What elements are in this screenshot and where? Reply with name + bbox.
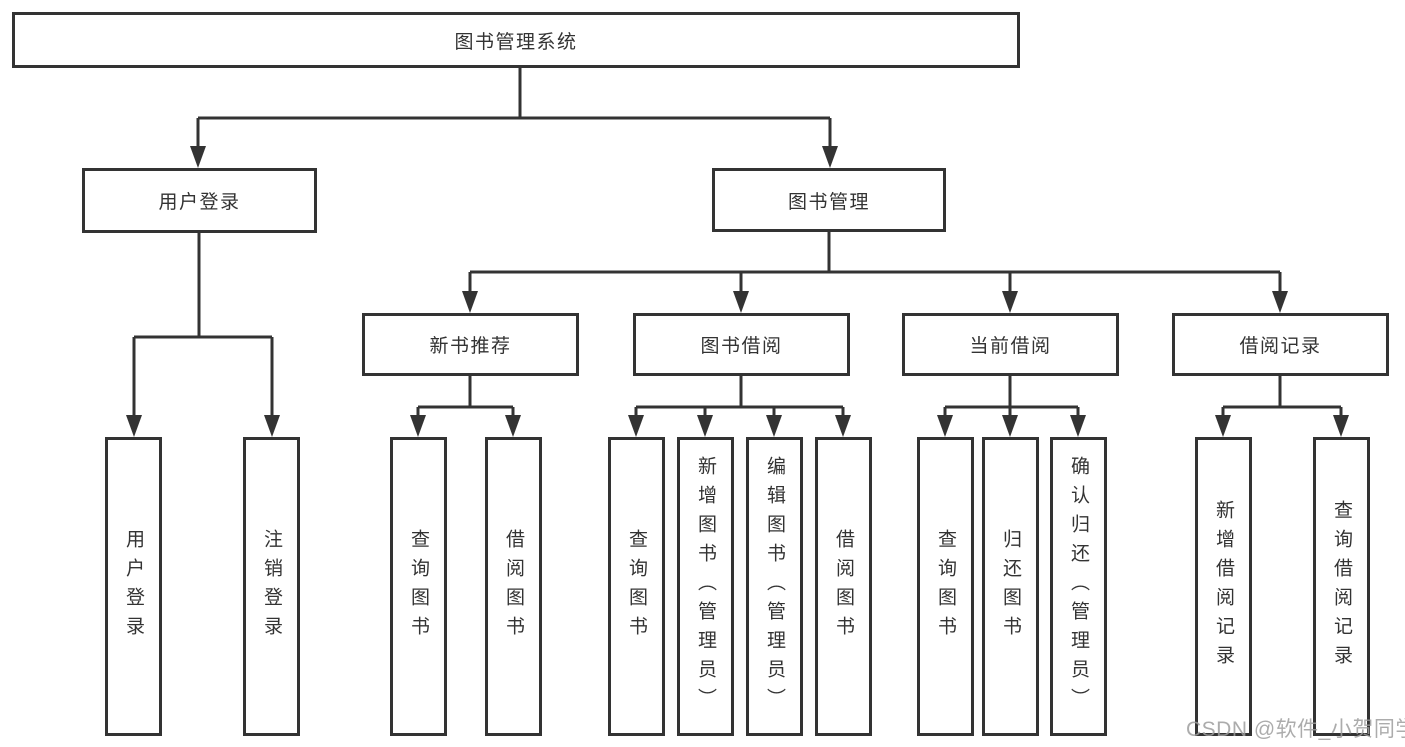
leaf-add-books-admin: 新增图书（管理员） bbox=[677, 437, 734, 736]
node-book-borrowing: 图书借阅 bbox=[633, 313, 850, 376]
leaf-logout: 注销登录 bbox=[243, 437, 300, 736]
leaf-edit-books-admin: 编辑图书（管理员） bbox=[746, 437, 803, 736]
leaf-query-books: 查询图书 bbox=[390, 437, 447, 736]
leaf-query-books: 查询图书 bbox=[917, 437, 974, 736]
node-current-borrowing: 当前借阅 bbox=[902, 313, 1119, 376]
node-borrowing-records: 借阅记录 bbox=[1172, 313, 1389, 376]
node-book-management: 图书管理 bbox=[712, 168, 946, 232]
node-user-login: 用户登录 bbox=[82, 168, 317, 233]
leaf-borrow-books: 借阅图书 bbox=[485, 437, 542, 736]
leaf-add-borrow-record: 新增借阅记录 bbox=[1195, 437, 1252, 736]
leaf-query-books: 查询图书 bbox=[608, 437, 665, 736]
node-library-management-system: 图书管理系统 bbox=[12, 12, 1020, 68]
leaf-borrow-books: 借阅图书 bbox=[815, 437, 872, 736]
leaf-user-login: 用户登录 bbox=[105, 437, 162, 736]
leaf-return-books: 归还图书 bbox=[982, 437, 1039, 736]
node-new-book-recommendation: 新书推荐 bbox=[362, 313, 579, 376]
csdn-watermark: CSDN @软件_小贺同学 bbox=[1186, 718, 1405, 741]
leaf-query-borrow-record: 查询借阅记录 bbox=[1313, 437, 1370, 736]
leaf-confirm-return-admin: 确认归还（管理员） bbox=[1050, 437, 1107, 736]
